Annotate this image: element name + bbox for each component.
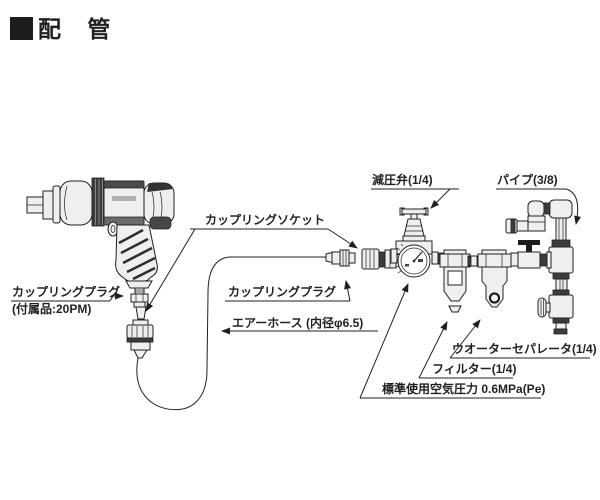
- separator-drain-hole: [488, 292, 501, 304]
- label-water-separator: ウオーターセパレータ(1/4): [452, 342, 597, 356]
- labels: 減圧弁(1/4) パイプ(3/8) カップリングソケット カップリングプラグ (…: [12, 172, 597, 396]
- label-coupling-plug-note: (付属品:20PM): [12, 301, 91, 316]
- coupling-plug-tool-illustration: [130, 287, 149, 320]
- air-hose-line: [136, 256, 326, 411]
- drain-valve-knob: [537, 297, 547, 318]
- filter-illustration: [439, 249, 471, 313]
- page-title: 配 管: [38, 16, 120, 42]
- label-air-hose: エアーホース (内径φ6.5): [232, 315, 363, 330]
- label-coupling-plug-hose: カップリングプラグ: [228, 284, 336, 299]
- label-coupling-plug-tool: カップリングプラグ: [12, 284, 120, 299]
- ball-valve-handle: [518, 240, 540, 245]
- water-separator-illustration: [477, 249, 512, 308]
- label-filter: フィルター(1/4): [432, 362, 516, 376]
- pipe-assembly-illustration: [505, 199, 574, 335]
- regulator-illustration: [390, 207, 444, 278]
- title-square: [10, 17, 33, 40]
- regulator-handle: [401, 208, 427, 215]
- label-pressure-reducing-valve: 減圧弁(1/4): [372, 172, 433, 187]
- model-marking: [112, 196, 136, 201]
- label-standard-air-pressure: 標準使用空気圧力 0.6MPa(Pe): [382, 381, 545, 396]
- page-header: 配 管: [10, 16, 120, 42]
- ball-valve-illustration: [510, 240, 548, 269]
- filter-drain: [448, 305, 462, 313]
- coupling-socket-tool-illustration: [126, 319, 154, 359]
- label-pipe: パイプ(3/8): [497, 172, 558, 187]
- leader-lines: [11, 188, 590, 399]
- label-coupling-socket: カップリングソケット: [205, 212, 325, 227]
- impact-wrench-illustration: [26, 177, 175, 289]
- coupling-plug-hose-illustration: [325, 249, 356, 267]
